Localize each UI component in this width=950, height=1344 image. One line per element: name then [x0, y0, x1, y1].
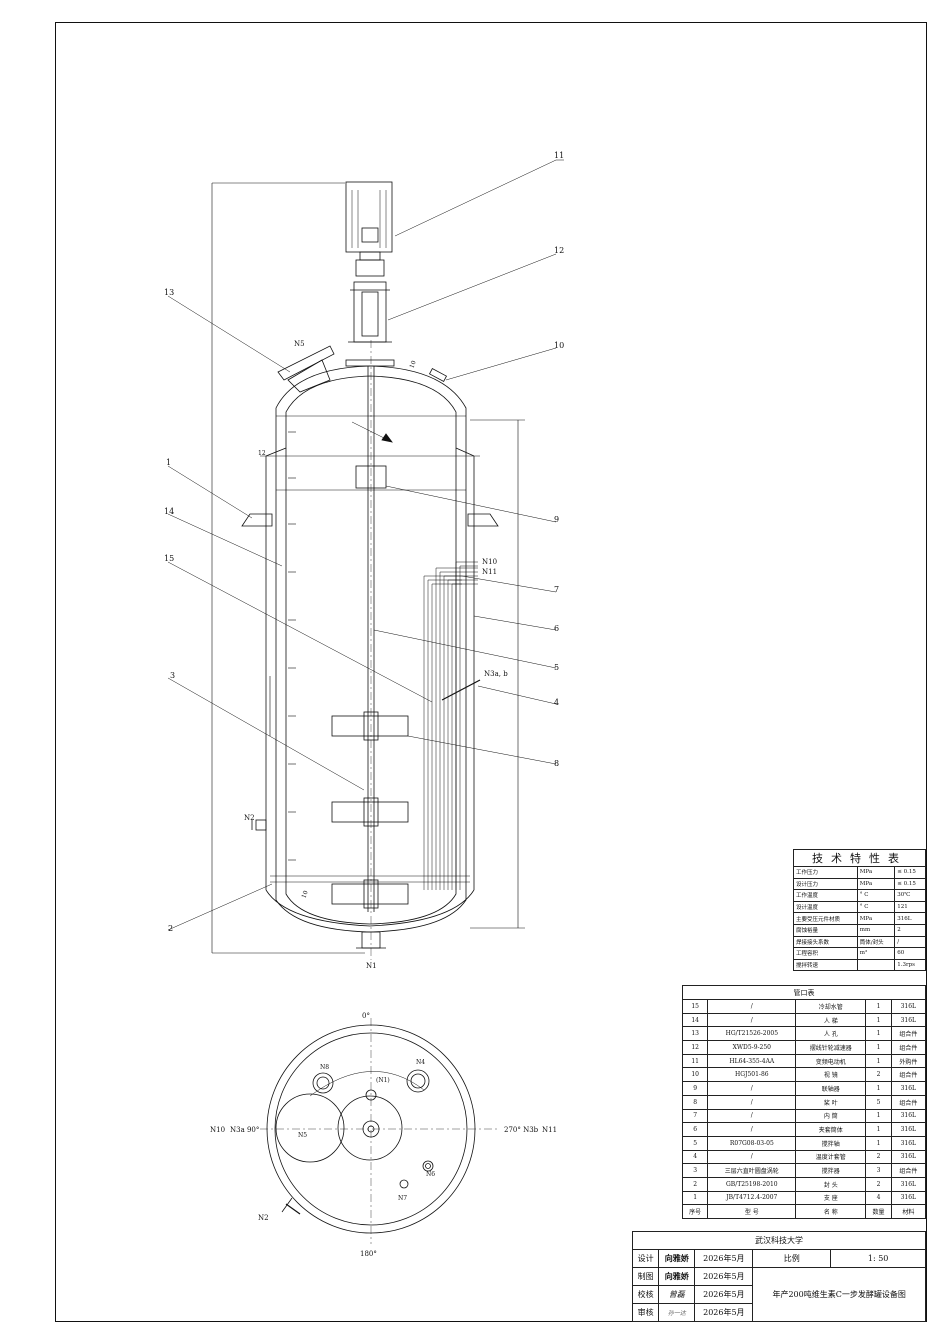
- nozzle-n1-label: N1: [366, 962, 377, 970]
- nozzle-n10-label: N10: [482, 558, 497, 566]
- part-label-2: 2: [168, 924, 173, 933]
- plan-deg90: N3a 90°: [230, 1126, 259, 1134]
- manhole-n5: [277, 345, 335, 381]
- drawing-frame: [55, 22, 927, 1322]
- part-label-14: 14: [164, 507, 174, 516]
- plan-n2: N2: [258, 1214, 269, 1222]
- reviewer-signature: 孙一达: [658, 1303, 696, 1322]
- impeller-1: [331, 711, 409, 741]
- plan-n7: N7: [398, 1195, 407, 1202]
- table-header-row: 序号型 号名 称数量材料: [681, 1204, 927, 1219]
- checker-signature: 曾磊: [658, 1285, 696, 1304]
- nozzle-n3ab-label: N3a, b: [484, 670, 508, 678]
- designer-signature: 向雅娇: [658, 1249, 696, 1268]
- manhole-plan: [275, 1093, 345, 1163]
- drawing-title: 年产200吨维生素C一步发酵罐设备图: [752, 1267, 926, 1322]
- plan-n10: N10: [210, 1126, 225, 1134]
- plan-deg270: 270° N3b: [504, 1126, 539, 1134]
- scale-value: 1: 50: [830, 1249, 926, 1268]
- part-label-1: 1: [166, 458, 171, 467]
- title-block: 武汉科技大学 设计 向雅娇 2026年5月 比例 1: 50 制图 向雅娇 20…: [631, 1231, 926, 1322]
- nozzle-n2-label: N2: [244, 814, 255, 822]
- plan-n8: N8: [320, 1064, 329, 1071]
- part-label-9: 9: [554, 515, 559, 524]
- support-left: [241, 513, 273, 527]
- plan-view: [260, 1018, 500, 1244]
- part-label-7: 7: [554, 585, 559, 594]
- parts-title: 管口表: [682, 985, 926, 1000]
- plan-n5: N5: [298, 1132, 307, 1139]
- coupling: [355, 465, 387, 489]
- part-label-11: 11: [554, 151, 564, 160]
- spec-title: 技术特性表: [793, 849, 926, 867]
- plan-deg180: 180°: [360, 1250, 377, 1258]
- dim-10-bottom: 10: [300, 890, 309, 900]
- part-label-6: 6: [554, 624, 559, 633]
- impeller-2: [331, 797, 409, 827]
- part-label-10: 10: [554, 341, 564, 350]
- drafter-signature: 向雅娇: [658, 1267, 696, 1286]
- plan-n1: (N1): [376, 1077, 390, 1084]
- school-name: 武汉科技大学: [632, 1231, 926, 1250]
- plan-n11: N11: [542, 1126, 557, 1134]
- part-label-12: 12: [554, 246, 564, 255]
- table-row: 焊接接头系数筒体/封头/: [793, 935, 926, 949]
- impeller-3: [331, 879, 409, 909]
- part-label-15: 15: [164, 554, 174, 563]
- plan-deg0: 0°: [362, 1012, 370, 1020]
- nozzle-n5-label: N5: [294, 340, 305, 348]
- dim-12: 12: [258, 450, 266, 457]
- part-label-5: 5: [554, 663, 559, 672]
- cooling-coil: [423, 561, 478, 890]
- dim-10-top: 10: [408, 360, 417, 370]
- plan-n4: N4: [416, 1059, 425, 1066]
- plan-n6: N6: [426, 1171, 435, 1178]
- part-label-4: 4: [554, 698, 559, 707]
- part-label-13: 13: [164, 288, 174, 297]
- nozzle-n11-label: N11: [482, 568, 497, 576]
- part-label-8: 8: [554, 759, 559, 768]
- part-label-3: 3: [170, 671, 175, 680]
